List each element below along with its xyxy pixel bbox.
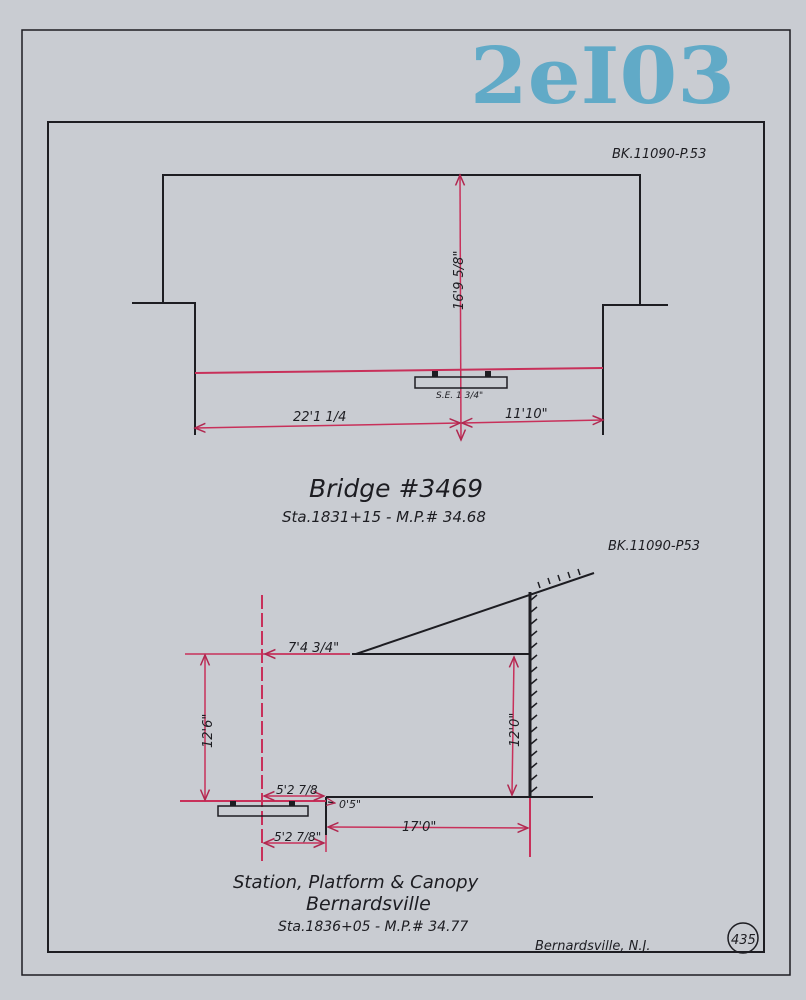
clearance-label: 16'9 5/8": [452, 251, 467, 310]
station-name: Bernardsville: [306, 893, 431, 915]
canopy-height-right-dimension: [512, 657, 514, 795]
platform-offset-bottom-label: 5'2 7/8": [274, 830, 321, 844]
platform-width-label: 17'0": [402, 820, 436, 835]
bridge-outline-left: [132, 174, 668, 435]
canopy-height-right-label: 12'0": [508, 713, 523, 747]
canopy-height-left-label: 12'6": [201, 714, 216, 748]
station-track-tie: [217, 805, 309, 817]
clearance-dimension: [460, 175, 461, 440]
platform-height-label: 0'5": [339, 798, 361, 811]
left-width-label: 22'1 1/4: [293, 410, 346, 425]
width-dimension-left: [195, 423, 460, 428]
wall-hatching: [530, 568, 581, 793]
platform-offset-top-label: 5'2 7/8: [276, 783, 318, 797]
sheet-number-circle: [727, 922, 759, 954]
bridge-title: Bridge #3469: [309, 474, 483, 503]
book-reference-bottom: BK.11090-P53: [608, 539, 700, 554]
sheet-number: 435: [731, 933, 756, 948]
book-reference-top: BK.11090-P.53: [612, 147, 706, 162]
width-dimension-right: [462, 420, 603, 423]
canopy-offset-label: 7'4 3/4": [288, 641, 339, 656]
station-diagram: [180, 568, 595, 865]
station-title: Station, Platform & Canopy: [233, 872, 479, 893]
station-location: Sta.1836+05 - M.P.# 34.77: [278, 919, 468, 935]
canopy-roof: [355, 572, 595, 655]
superelevation-label: S.E. 1 3/4": [436, 391, 483, 401]
bridge-diagram: [132, 175, 668, 440]
inner-border: [47, 121, 765, 953]
right-width-label: 11'10": [505, 407, 548, 422]
bridge-station: Sta.1831+15 - M.P.# 34.68: [282, 508, 486, 526]
stamp-number: 2eI03: [470, 31, 735, 122]
outer-border: [21, 29, 791, 976]
location-label: Bernardsville, N.J.: [535, 939, 650, 954]
platform-width-dimension: [328, 827, 528, 828]
track-tie: [414, 376, 508, 389]
top-of-rail-line: [194, 367, 604, 374]
